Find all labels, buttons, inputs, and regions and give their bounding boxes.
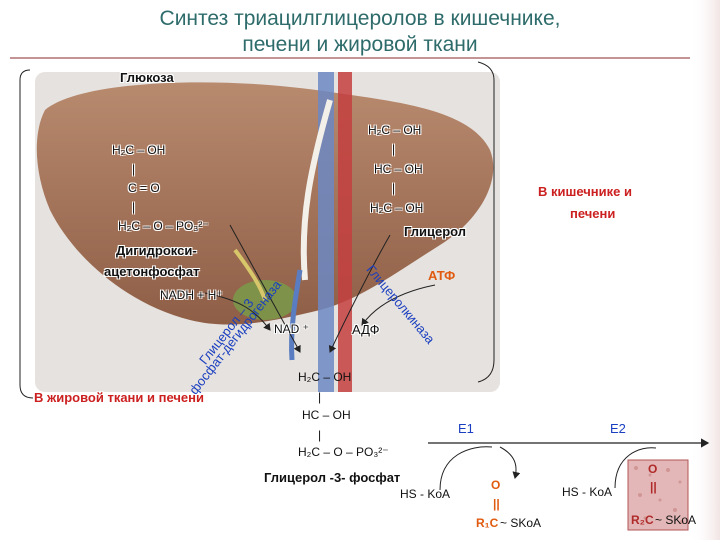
hs-koa-2: HS - KoA — [562, 485, 613, 499]
g3p-row5: H₂C – O – PO₃²⁻ — [298, 445, 389, 459]
glucose-label: Глюкоза — [120, 70, 174, 85]
g3p-row1: H₂C – OH — [298, 370, 352, 384]
acyl1-r: R₁C — [476, 516, 499, 530]
dhap-row4: | — [132, 200, 136, 214]
g3p-name: Глицерол -3- фосфат — [264, 470, 401, 485]
dhap-name-2: ацетонфосфат — [104, 264, 200, 279]
region-intestine-liver-1: В кишечнике и — [538, 184, 632, 199]
enzyme-kinase-wrap: Глицеролкиназа — [364, 262, 473, 347]
ligament-shape — [300, 99, 333, 281]
edge-shade — [690, 0, 720, 540]
liver-shape — [36, 82, 494, 325]
region-intestine-liver-2: печени — [570, 206, 616, 221]
left-bracket-top — [19, 69, 31, 81]
acyl1-tail: ~ SKoA — [500, 516, 542, 530]
arrow-nadh — [204, 292, 271, 331]
nad-label: NAD ⁺ — [274, 322, 310, 336]
glycerol-row2: | — [392, 142, 396, 156]
g3p-row2: | — [318, 390, 322, 404]
vein-shape — [318, 72, 334, 392]
portal-vein-shape — [289, 269, 303, 361]
acyl2-r: R₂C — [631, 513, 654, 527]
acyl1-bond: || — [493, 497, 500, 511]
dhap-name-1: Дигидрокси- — [116, 243, 197, 258]
acyl2-bond: || — [650, 480, 657, 494]
dhap-row1: H₂C – OH — [112, 143, 166, 157]
arrow-dhap-to-g3p — [229, 224, 301, 353]
e1-label: E1 — [458, 421, 474, 436]
g3p-row4: | — [318, 428, 322, 442]
arrow-glycerol-to-g3p — [328, 234, 391, 353]
acyl2-tail: ~ SKoA — [655, 513, 697, 527]
dhap-row2: | — [132, 162, 136, 176]
glycerol-row5: H₂C – OH — [370, 201, 424, 215]
right-bracket — [477, 61, 495, 383]
nadh-label: NADH + H⁺ — [160, 288, 223, 302]
arc-hs-koa-2 — [614, 447, 657, 489]
glycerol-row3: HC – OH — [374, 162, 423, 176]
glycerol-row4: | — [392, 181, 396, 195]
page-title-line2: печени и жировой ткани — [242, 33, 478, 56]
acyl2-texture — [634, 466, 684, 524]
dhap-row5: H₂C – O – PO₃²⁻ — [118, 219, 209, 233]
g3p-row3: HC – OH — [302, 408, 351, 422]
enzyme-dehydrogenase-line2-wrap: фосфат-дегидрогеназа — [186, 277, 326, 403]
e2-label: E2 — [610, 421, 626, 436]
hs-koa-1: HS - KoA — [400, 487, 451, 501]
left-bracket — [19, 80, 34, 399]
region-fat-liver: В жировой ткани и печени — [34, 390, 204, 405]
arrow-atp — [361, 284, 436, 326]
page-title-line1: Синтез триацилглицеролов в кишечнике, — [159, 7, 561, 30]
acyl1-o: O — [491, 478, 501, 492]
adp-label: АДФ — [352, 322, 380, 337]
glycerol-label: Глицерол — [404, 224, 467, 239]
arc-hs-koa-1 — [439, 446, 493, 491]
artery-shape — [338, 72, 352, 392]
bile-duct-shape — [233, 248, 267, 301]
dhap-row3: C = O — [128, 181, 160, 195]
arc-acyl-1 — [499, 446, 521, 479]
atp-label: АТФ — [428, 268, 456, 283]
glycerol-row1: H₂C – OH — [368, 123, 422, 137]
acyl2-o: O — [648, 462, 658, 476]
